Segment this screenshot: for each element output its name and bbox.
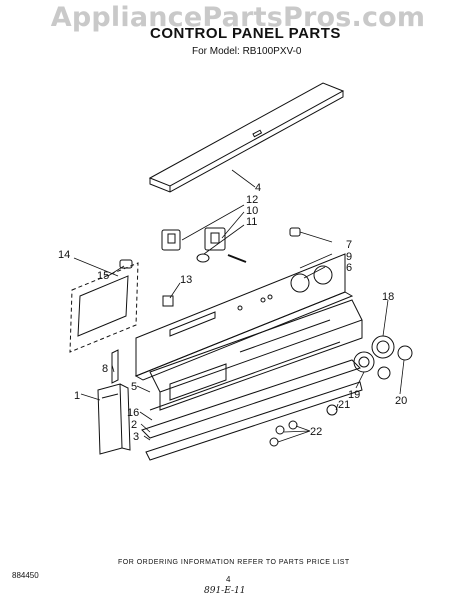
page-number: 4 [226,575,231,584]
callout-20: 20 [395,395,407,407]
callout-7: 7 [346,239,352,251]
callout-10: 10 [246,205,258,217]
callout-12: 12 [246,194,258,206]
callout-16: 16 [127,407,139,419]
switch-parts [161,227,247,263]
callout-9: 9 [346,251,352,263]
nuts [269,404,338,447]
lower-console-panel [149,299,363,411]
callout-8: 8 [102,363,108,375]
handwritten-note: 891-E-11 [204,586,246,596]
bracket-13 [162,295,174,307]
clip-part [289,227,301,237]
callout-leaders [73,169,405,443]
callout-11: 11 [246,216,257,228]
callout-5: 5 [131,381,137,393]
callout-22: 22 [310,426,322,438]
document-id: 884450 [12,571,39,580]
callout-6: 6 [346,262,352,274]
model-line: For Model: RB100PXV-0 [192,46,302,57]
top-trim-strip [148,82,345,193]
timer-unit-1 [97,383,131,455]
watermark: AppliancePartsPros.com [50,2,426,33]
callout-1: 1 [74,390,80,402]
control-panel [134,253,354,381]
knobs [353,335,413,380]
diagram-title: CONTROL PANEL PARTS [150,25,341,42]
callout-18: 18 [382,291,394,303]
callout-19: 19 [348,389,360,401]
lower-rails [141,359,363,461]
ordering-note: FOR ORDERING INFORMATION REFER TO PARTS … [118,559,350,566]
callout-13: 13 [180,274,192,286]
callout-4: 4 [255,182,261,194]
callout-21: 21 [338,399,350,411]
callout-14: 14 [58,249,70,261]
callout-3: 3 [133,431,139,443]
callout-15: 15 [97,270,109,282]
bracket-8 [111,349,119,384]
bracket-assembly-14 [69,259,139,353]
callout-2: 2 [131,419,137,431]
